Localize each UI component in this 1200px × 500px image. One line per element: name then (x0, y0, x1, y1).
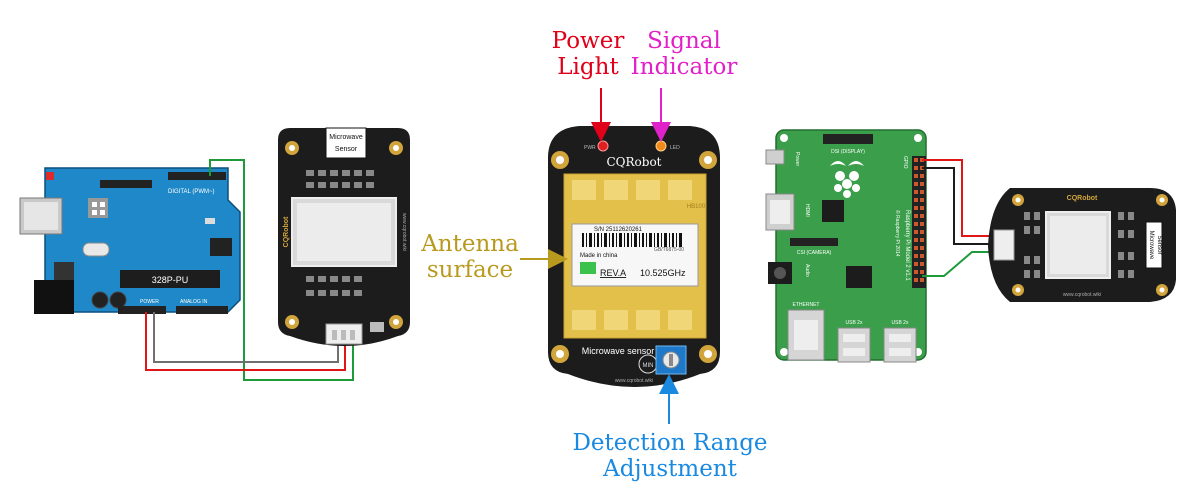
detection-range-line2: Adjustment (603, 456, 737, 482)
dc-jack (34, 280, 74, 314)
arduino-wires (145, 159, 354, 381)
dsi-connector (823, 134, 873, 144)
signal-indicator-line2: Indicator (630, 54, 738, 80)
pi-audio-label: Audio (804, 264, 810, 277)
pwr-silkscreen: PWR (584, 145, 596, 151)
atmega-chip-label: 328P-PU (152, 275, 189, 285)
pi-csi-label: CSI (CAMERA) (797, 250, 832, 256)
arduino-digital-label: DIGITAL (PWM~) (168, 189, 215, 195)
arduino-power-label: POWER (140, 299, 159, 305)
digital-header-top (168, 172, 226, 180)
left-sensor-url: www.cqrobot.wiki (401, 213, 407, 251)
left-sensor-title-1: Microwave (329, 134, 363, 141)
usb-port-1 (837, 327, 871, 363)
detection-range-line1: Detection Range (572, 430, 768, 456)
analog-header (176, 306, 228, 314)
pi-power-label: Power (794, 152, 800, 167)
antenna-surface-line1: Antenna (421, 231, 519, 257)
usb-hub-chip (846, 266, 872, 288)
led-silkscreen: LED (670, 145, 680, 151)
arduino-board: DIGITAL (PWM~) 328P-PU POWER ANALOG IN (19, 167, 241, 314)
pi-ethernet-label: ETHERNET (793, 302, 820, 308)
center-min: MIN (643, 363, 654, 369)
power-light-line1: Power (551, 28, 625, 54)
power-light-label: Power Light (543, 28, 633, 80)
center-made-in: Made in china (580, 253, 618, 259)
signal-indicator-label: Signal Indicator (626, 28, 742, 80)
pi-usb2-label: USB 2x (892, 320, 909, 326)
atmega-chip (120, 270, 220, 288)
reset-button (46, 172, 54, 180)
power-header (118, 306, 166, 314)
center-green-square (580, 262, 596, 274)
csi-connector (790, 238, 838, 246)
pi-dsi-label: DSI (DISPLAY) (831, 149, 865, 155)
raspberry-pi-board: DSI (DISPLAY) Power HDMI CSI (CAMERA) Au… (765, 129, 927, 363)
center-title: Microwave sensor (582, 346, 655, 356)
signal-indicator-line1: Signal (647, 28, 721, 54)
right-sensor-url: www.cqrobot.wiki (1063, 292, 1101, 298)
detection-range-label: Detection Range Adjustment (560, 430, 780, 482)
center-rev: REV.A (600, 268, 626, 278)
pi-gpio-label: GPIO (902, 156, 908, 169)
crystal (82, 242, 110, 257)
capacitor (91, 291, 109, 309)
power-light-line2: Light (557, 54, 619, 80)
right-sensor-title-1: Microwave (1148, 231, 1154, 260)
icsp-header (210, 238, 232, 256)
usb-port-2 (883, 327, 917, 363)
center-url: www.cqrobot.wiki (615, 378, 653, 384)
center-gb: GB/T6875-00 (654, 247, 684, 253)
center-sensor-module: PWR LED CQRobot HB100 S/N 25112620261 Ma… (548, 126, 720, 387)
center-brand: CQRobot (606, 155, 661, 169)
center-sn: S/N 25112620261 (594, 227, 643, 233)
hb100-model: HB100 (687, 204, 706, 210)
pi-usb1-label: USB 2x (846, 320, 863, 326)
right-sensor-title-2: Sensor (1156, 235, 1162, 254)
power-led (597, 140, 609, 152)
left-sensor-module: Microwave Sensor CQRobot www.cqrobot.wik… (278, 127, 410, 346)
right-sensor-brand: CQRobot (1067, 195, 1098, 202)
pi-copyright: © Raspberry Pi 2014 (894, 210, 901, 257)
arduino-analog-label: ANALOG IN (180, 299, 208, 305)
pi-wires (922, 159, 996, 277)
left-sensor-brand: CQRobot (283, 216, 290, 247)
right-sensor-module: CQRobot Microwave Sensor www.cqrobot.wik… (988, 188, 1176, 302)
pi-soc (822, 200, 844, 222)
micro-usb-power (765, 149, 785, 165)
antenna-surface-line2: surface (426, 257, 514, 283)
pi-title: Raspberry Pi Model 2 v1.1 (904, 210, 910, 281)
raspberry-logo (830, 161, 864, 198)
capacitor (109, 291, 127, 309)
antenna-surface-label: Antenna surface (418, 231, 522, 283)
right-sensor-connector (993, 229, 1015, 261)
signal-led (655, 140, 667, 152)
center-freq: 10.525GHz (640, 268, 686, 278)
pi-hdmi-label: HDMI (804, 204, 810, 217)
left-sensor-title-2: Sensor (335, 146, 358, 153)
